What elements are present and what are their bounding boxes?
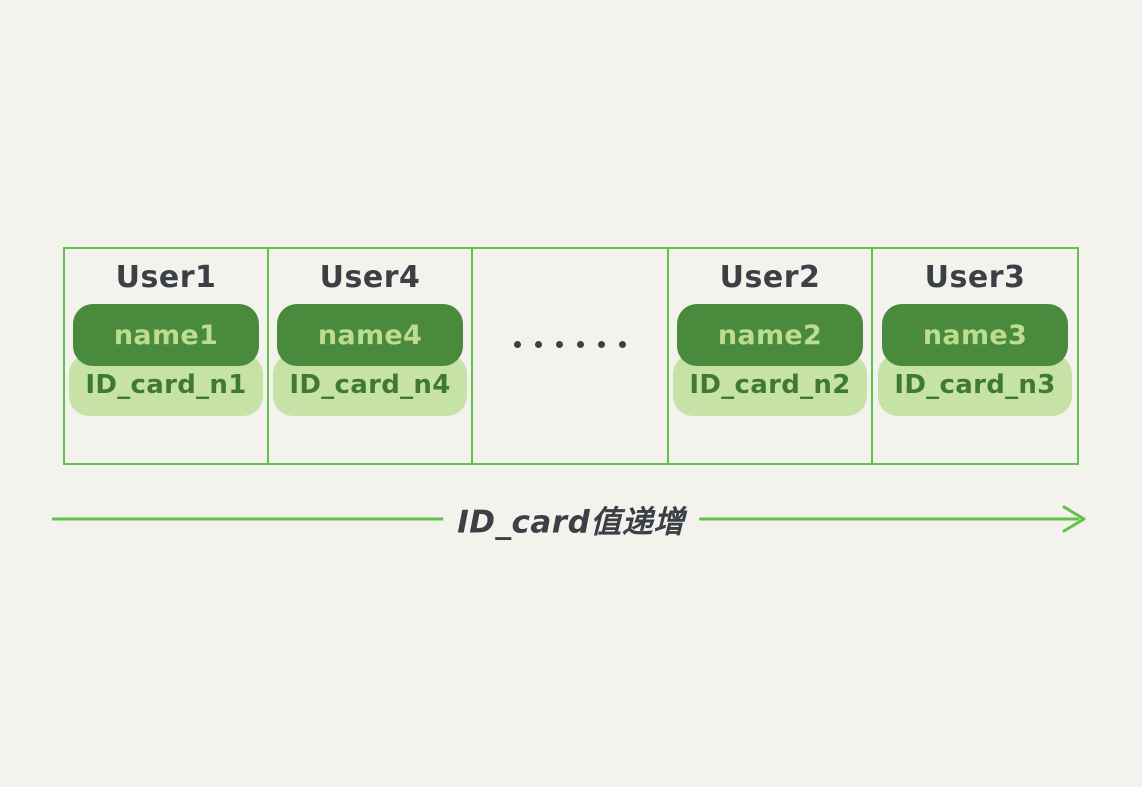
- ellipsis-icon: [514, 341, 626, 348]
- user-title: User4: [319, 260, 421, 295]
- table-cell-ellipsis: [473, 249, 669, 463]
- user-fields: ID_card_n2 name2: [669, 304, 871, 424]
- table-cell-user4[interactable]: User4 ID_card_n4 name4: [269, 249, 473, 463]
- arrow-label: ID_card值递增: [443, 496, 699, 542]
- increasing-order-arrow: ID_card值递增: [52, 495, 1090, 543]
- ellipsis-dot: [535, 341, 542, 348]
- name-pill: name3: [882, 304, 1068, 366]
- user-title: User2: [719, 260, 821, 295]
- user-fields: ID_card_n1 name1: [65, 304, 267, 424]
- user-fields: ID_card_n3 name3: [873, 304, 1077, 424]
- ellipsis-dot: [514, 341, 521, 348]
- table-cell-user1[interactable]: User1 ID_card_n1 name1: [65, 249, 269, 463]
- table-cell-user3[interactable]: User3 ID_card_n3 name3: [873, 249, 1077, 463]
- name-pill: name4: [277, 304, 463, 366]
- ellipsis-dot: [619, 341, 626, 348]
- ellipsis-dot: [556, 341, 563, 348]
- name-pill: name2: [677, 304, 863, 366]
- table-cell-user2[interactable]: User2 ID_card_n2 name2: [669, 249, 873, 463]
- user-title: User3: [924, 260, 1026, 295]
- ellipsis-dot: [577, 341, 584, 348]
- user-title: User1: [115, 260, 217, 295]
- name-pill: name1: [73, 304, 259, 366]
- user-fields: ID_card_n4 name4: [269, 304, 471, 424]
- ellipsis-dot: [598, 341, 605, 348]
- user-index-table: User1 ID_card_n1 name1 User4 ID_card_n4 …: [63, 247, 1079, 465]
